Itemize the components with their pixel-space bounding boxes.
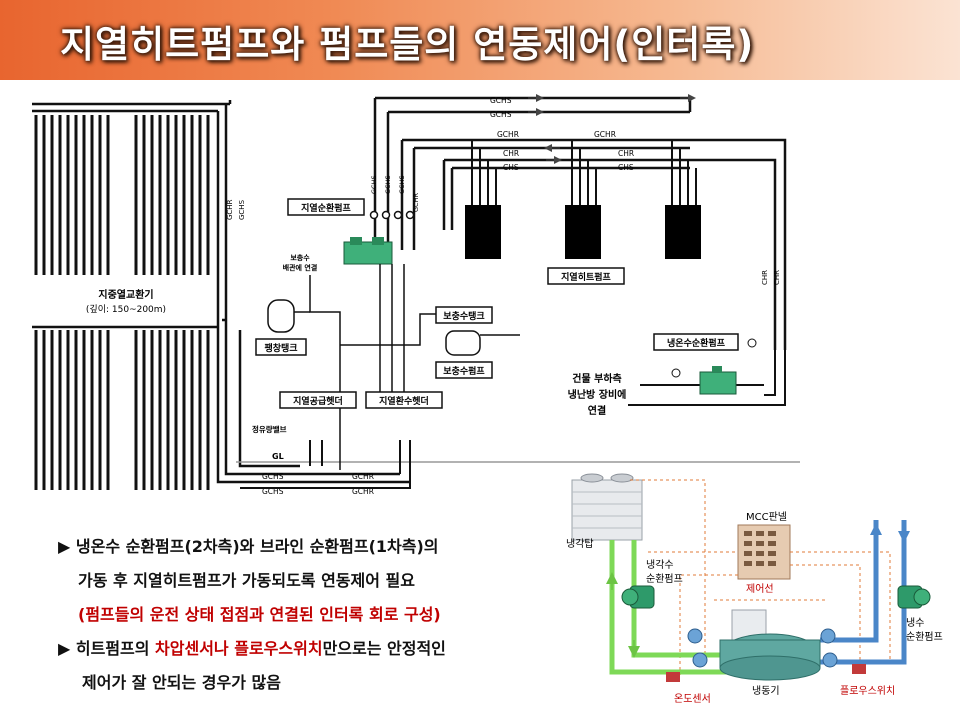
makeup-valve-label-1: 보충수 bbox=[290, 253, 310, 262]
top-label-gchs-2: GCHS bbox=[490, 110, 512, 119]
chw-pump-photo-label-2: 순환펌프 bbox=[906, 631, 943, 643]
makeup-piping bbox=[309, 264, 440, 470]
geo-pump-label-box bbox=[287, 198, 365, 216]
chw-pump-label-box bbox=[653, 333, 739, 351]
heat-pump-unit-1 bbox=[465, 205, 501, 259]
supply-header-box bbox=[279, 391, 357, 409]
flow-valve-label: 정유량밸브 bbox=[252, 424, 287, 434]
top-label-chs-1: CHS bbox=[503, 163, 519, 172]
top-label-gchr-1: GCHR bbox=[497, 130, 519, 139]
bullet-2-line-1: ▶ 히트펌프의 차압센서나 플로우스위치만으로는 안정적인 bbox=[58, 632, 578, 666]
bullet-list: ▶ 냉온수 순환펌프(2차측)와 브라인 순환펌프(1차측)의 가동 후 지열히… bbox=[58, 530, 578, 700]
bullet-2-pre: ▶ 히트펌프의 bbox=[58, 639, 156, 658]
building-label-2: 냉난방 장비에 bbox=[568, 388, 627, 401]
flow-arrows bbox=[528, 94, 696, 164]
heat-exchanger-label-box bbox=[30, 283, 222, 323]
makeup-tank bbox=[445, 330, 520, 356]
mcc-panel-label: MCC판넬 bbox=[746, 511, 787, 523]
page-title: 지열히트펌프와 펌프들의 연동제어(인터록) bbox=[60, 23, 755, 66]
heat-pump-unit-3 bbox=[665, 205, 701, 259]
chiller-system-illustration bbox=[571, 473, 931, 682]
top-label-chr-2: CHR bbox=[618, 149, 634, 158]
heat-exchanger-label: 지중열교환기 bbox=[98, 288, 153, 301]
temp-sensor-label: 온도센서 bbox=[674, 693, 711, 705]
makeup-tank-label-box bbox=[435, 306, 493, 324]
heat-exchanger-depth: (깊이: 150~200m) bbox=[86, 303, 166, 315]
riser-label-gchs: GCHS bbox=[238, 199, 246, 220]
chiller-label: 냉동기 bbox=[752, 685, 780, 697]
top-label-gchs-1: GCHS bbox=[490, 96, 512, 105]
bullet-2-line-2: 제어가 잘 안되는 경우가 많음 bbox=[82, 673, 281, 692]
top-label-gchr-2: GCHR bbox=[594, 130, 616, 139]
cw-pump-label-1: 냉각수 bbox=[646, 559, 674, 571]
expansion-tank bbox=[267, 299, 310, 333]
ground-heat-exchanger bbox=[32, 102, 226, 490]
heat-pump-unit-2 bbox=[565, 205, 601, 259]
bottom-label-gchs-2: GCHS bbox=[262, 487, 284, 496]
bullet-1-line-1: ▶ 냉온수 순환펌프(2차측)와 브라인 순환펌프(1차측)의 bbox=[58, 537, 439, 556]
heat-pump-label-box bbox=[547, 267, 625, 285]
expansion-tank-label: 팽창탱크 bbox=[264, 342, 297, 354]
right-label-chs: CHR bbox=[773, 270, 781, 285]
geo-pump-symbol bbox=[343, 210, 415, 265]
bullet-1-line-3: (펌프들의 운전 상태 접점과 연결된 인터록 회로 구성) bbox=[78, 605, 441, 624]
geo-pump-label: 지열순환펌프 bbox=[301, 202, 351, 214]
main-riser-pipes bbox=[216, 100, 410, 484]
cw-pump-label-2: 순환펌프 bbox=[646, 573, 683, 585]
return-header-label: 지열환수헷더 bbox=[379, 395, 429, 407]
bullet-1-line-2: 가동 후 지열히트펌프가 가동되도록 연동제어 필요 bbox=[78, 571, 415, 590]
flow-switch-label: 플로우스위치 bbox=[840, 684, 895, 697]
heat-pump-label: 지열히트펌프 bbox=[561, 271, 611, 283]
right-label-chr: CHR bbox=[761, 270, 769, 285]
return-header-box bbox=[365, 391, 443, 409]
building-label-3: 연결 bbox=[588, 404, 606, 417]
ground-level-label: GL bbox=[272, 452, 284, 461]
heat-pumps bbox=[465, 140, 701, 259]
control-wire-label: 제어선 bbox=[746, 583, 774, 595]
cooling-tower-label: 냉각탑 bbox=[566, 538, 594, 550]
bottom-label-gchr-2: GCHR bbox=[352, 487, 374, 496]
geo-label-gchs-3: GCHS bbox=[398, 175, 406, 194]
chw-pump-photo-label-1: 냉수 bbox=[906, 617, 924, 629]
chw-pump-symbol bbox=[671, 338, 757, 395]
top-label-chs-2: CHS bbox=[618, 163, 634, 172]
makeup-pump-label-box bbox=[435, 361, 493, 379]
bullet-2-red-1: 차압센서나 bbox=[155, 639, 229, 658]
top-label-chr-1: CHR bbox=[503, 149, 519, 158]
expansion-tank-label-box bbox=[255, 338, 307, 356]
bottom-label-gchs-1: GCHS bbox=[262, 472, 284, 481]
bottom-pipes bbox=[240, 440, 411, 489]
chw-pump-label: 냉온수순환펌프 bbox=[667, 337, 726, 349]
bullet-2-post: 만으로는 안정적인 bbox=[322, 639, 446, 658]
bullet-2-red-2: 플로우스위치 bbox=[234, 639, 323, 658]
bottom-label-gchr-1: GCHR bbox=[352, 472, 374, 481]
riser-label-gchr: GCHR bbox=[226, 199, 234, 220]
supply-header-label: 지열공급헷더 bbox=[293, 395, 343, 407]
makeup-tank-label: 보충수탱크 bbox=[443, 310, 484, 322]
makeup-pump-label: 보충수펌프 bbox=[443, 365, 485, 377]
makeup-valve-label-2: 배관에 연결 bbox=[283, 263, 318, 272]
geo-label-gchr: GCHR bbox=[412, 193, 420, 212]
title-bar: 지열히트펌프와 펌프들의 연동제어(인터록) bbox=[0, 0, 960, 80]
building-label-1: 건물 부하측 bbox=[572, 372, 621, 385]
geo-label-gchs-2: GCHS bbox=[384, 175, 392, 194]
geo-label-gchs-1: GCHS bbox=[370, 175, 378, 194]
